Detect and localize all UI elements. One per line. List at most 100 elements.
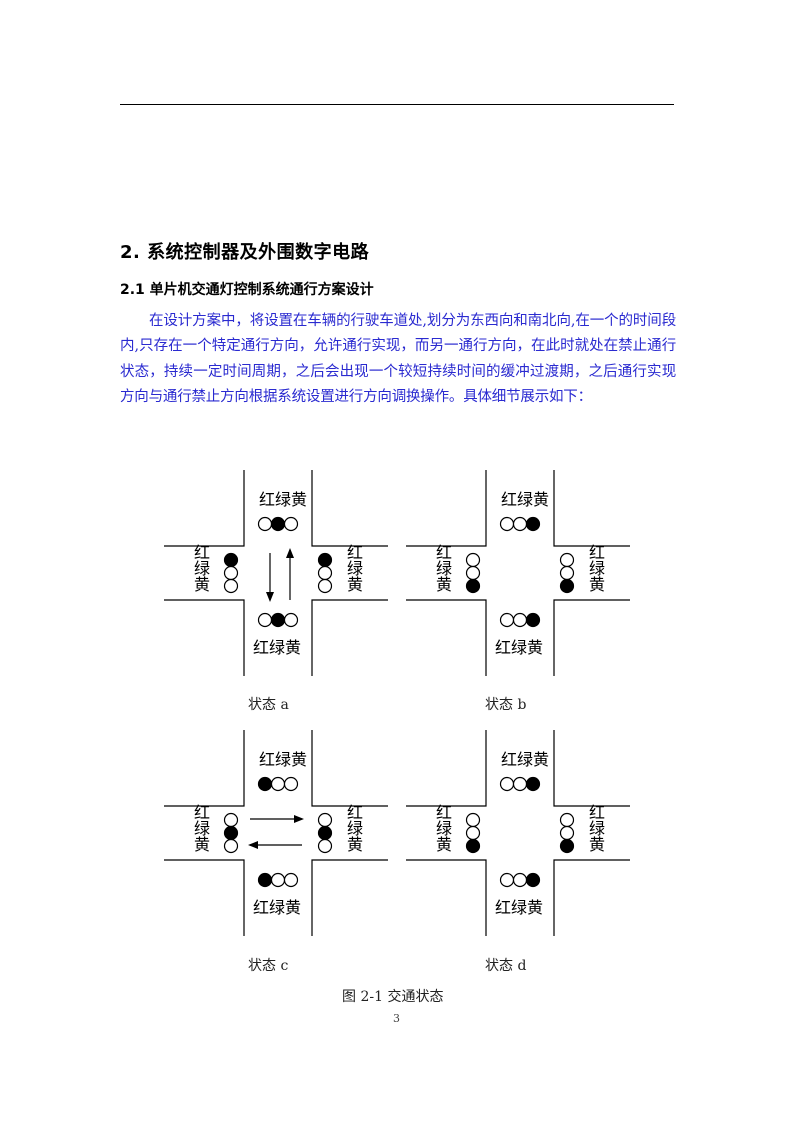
traffic-lamp: [257, 516, 273, 532]
road-edge: [164, 730, 245, 807]
traffic-lamp: [223, 812, 239, 828]
traffic-lamp: [499, 516, 515, 532]
intersection-3: 红绿黄红绿黄红红绿绿黄黄: [164, 730, 388, 936]
road-edge: [406, 599, 487, 676]
road-edge: [311, 859, 388, 936]
light-label-north: 红绿黄: [501, 490, 549, 509]
light-label-east: 红: [589, 803, 605, 822]
traffic-lamp: [559, 838, 575, 854]
traffic-lamp: [499, 612, 515, 628]
light-label-east: 黄: [589, 835, 605, 854]
light-label-east: 红: [347, 803, 363, 822]
light-label-east: 绿: [347, 559, 363, 578]
road-edge: [553, 730, 630, 807]
traffic-lamp: [465, 578, 481, 594]
traffic-lamp: [525, 612, 541, 628]
light-label-west: 黄: [436, 835, 452, 854]
header-rule: [120, 104, 674, 105]
traffic-lamp: [223, 578, 239, 594]
light-label-west: 红: [436, 543, 452, 562]
traffic-lamp: [499, 776, 515, 792]
traffic-lamp: [525, 872, 541, 888]
light-label-west: 红: [194, 803, 210, 822]
traffic-lamp: [270, 776, 286, 792]
light-label-east: 绿: [589, 559, 605, 578]
traffic-lamp: [525, 516, 541, 532]
traffic-lamp: [317, 812, 333, 828]
light-label-south: 红绿黄: [495, 898, 543, 917]
traffic-lamp: [465, 565, 481, 581]
traffic-lamp: [559, 578, 575, 594]
traffic-lamp: [283, 516, 299, 532]
light-label-west: 黄: [436, 575, 452, 594]
state-caption-a: 状态 a: [248, 697, 289, 713]
traffic-lamp: [559, 552, 575, 568]
road-edge: [311, 730, 388, 807]
traffic-lamp: [223, 825, 239, 841]
traffic-lamp: [317, 578, 333, 594]
body-paragraph: 在设计方案中，将设置在车辆的行驶车道处,划分为东西向和南北向,在一个的时间段内,…: [120, 313, 676, 405]
traffic-lamp: [512, 612, 528, 628]
page-number: 3: [393, 1012, 400, 1025]
southbound-arrow-head: [266, 592, 274, 602]
light-label-north: 红绿黄: [501, 750, 549, 769]
light-label-west: 黄: [194, 835, 210, 854]
traffic-lamp: [283, 612, 299, 628]
light-label-west: 绿: [194, 819, 210, 838]
traffic-lamp: [270, 516, 286, 532]
traffic-lamp: [317, 838, 333, 854]
light-label-east: 绿: [589, 819, 605, 838]
section-heading: 2. 系统控制器及外围数字电路: [120, 242, 370, 263]
traffic-lamp: [257, 776, 273, 792]
traffic-lamp: [223, 552, 239, 568]
light-label-east: 红: [347, 543, 363, 562]
traffic-lamp: [559, 812, 575, 828]
road-edge: [164, 859, 245, 936]
westbound-arrow-head: [248, 841, 258, 849]
intersection-4: 红绿黄红绿黄红红绿绿黄黄: [406, 730, 630, 936]
traffic-lamp: [317, 552, 333, 568]
traffic-lamp: [512, 776, 528, 792]
traffic-lamp: [270, 612, 286, 628]
traffic-lamp: [270, 872, 286, 888]
light-label-west: 红: [436, 803, 452, 822]
light-label-west: 黄: [194, 575, 210, 594]
state-caption-d: 状态 d: [485, 958, 527, 974]
light-label-west: 红: [194, 543, 210, 562]
traffic-lamp: [465, 552, 481, 568]
road-edge: [553, 859, 630, 936]
state-caption-b: 状态 b: [485, 697, 527, 713]
light-label-south: 红绿黄: [495, 638, 543, 657]
traffic-lamp: [317, 825, 333, 841]
light-label-north: 红绿黄: [259, 750, 307, 769]
traffic-lamp: [499, 872, 515, 888]
road-edge: [553, 599, 630, 676]
intersection-2: 红绿黄红绿黄红红绿绿黄黄: [406, 470, 630, 676]
traffic-lamp: [512, 872, 528, 888]
road-edge: [406, 730, 487, 807]
light-label-east: 红: [589, 543, 605, 562]
light-label-east: 黄: [347, 835, 363, 854]
traffic-lamp: [257, 612, 273, 628]
road-edge: [311, 470, 388, 547]
traffic-lamp: [465, 838, 481, 854]
northbound-arrow-head: [286, 548, 294, 558]
light-label-west: 绿: [436, 559, 452, 578]
traffic-lamp: [317, 565, 333, 581]
light-label-east: 黄: [347, 575, 363, 594]
light-label-west: 绿: [194, 559, 210, 578]
eastbound-arrow-head: [294, 815, 304, 823]
light-label-east: 绿: [347, 819, 363, 838]
traffic-lamp: [559, 825, 575, 841]
light-label-east: 黄: [589, 575, 605, 594]
light-label-south: 红绿黄: [253, 898, 301, 917]
road-edge: [164, 599, 245, 676]
traffic-lamp: [465, 825, 481, 841]
road-edge: [406, 470, 487, 547]
light-label-south: 红绿黄: [253, 638, 301, 657]
light-label-west: 绿: [436, 819, 452, 838]
traffic-lamp: [465, 812, 481, 828]
light-label-north: 红绿黄: [259, 490, 307, 509]
traffic-lamp: [257, 872, 273, 888]
